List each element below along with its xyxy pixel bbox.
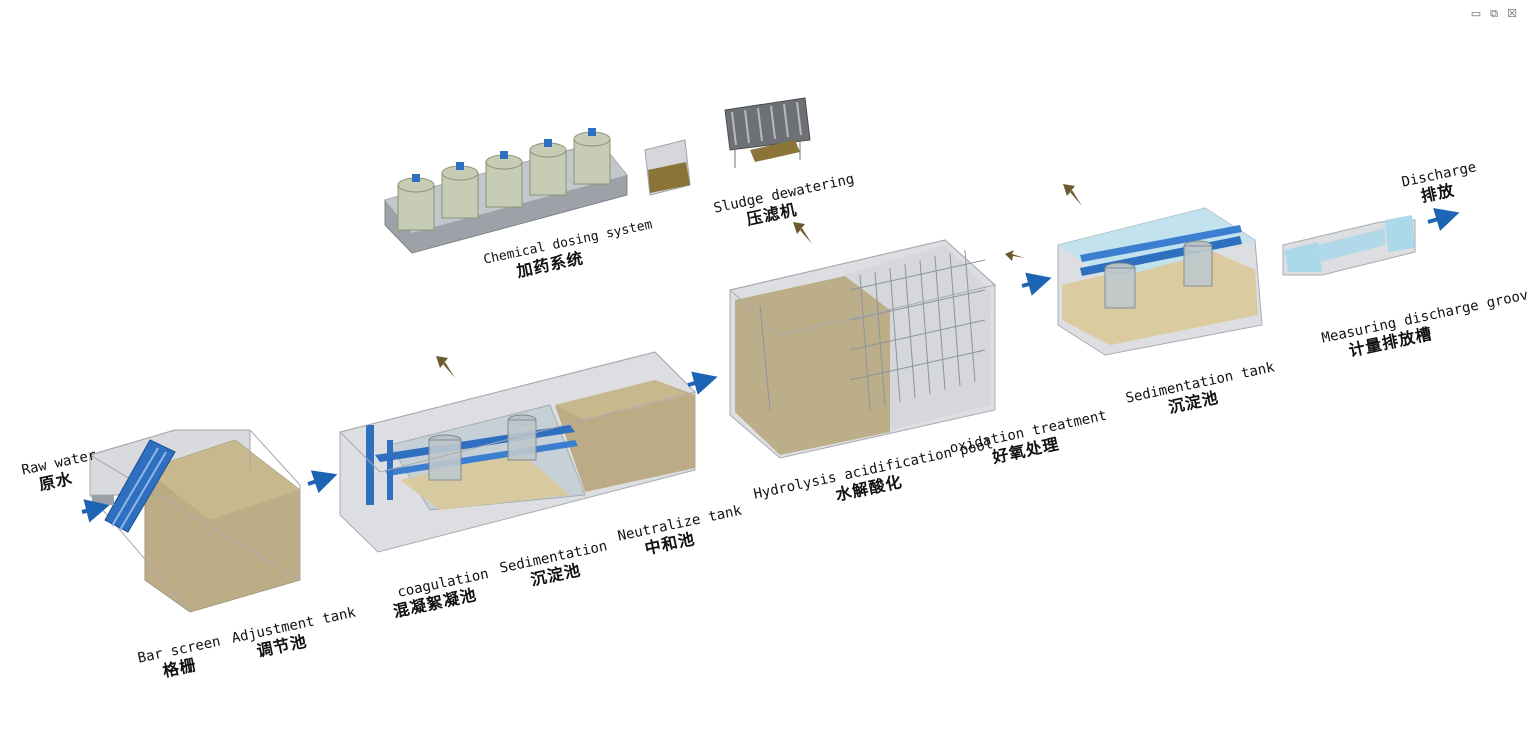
flow-arrow-2 [687,371,718,395]
sludge-arrow-1 [436,356,455,378]
sludge-arrow-2 [793,222,812,244]
flow-arrow-inlet [81,499,110,523]
measuring-groove-model [1282,215,1416,276]
flow-arrow-4 [1427,207,1460,231]
chemical-dosing-model [384,128,628,254]
coagulation-sedimentation-block [339,351,696,553]
sludge-arrows [436,184,1082,378]
sludge-arrow-4 [1005,250,1025,261]
flow-arrows [81,207,1460,523]
restore-icon[interactable]: ⧉ [1490,7,1498,20]
sedimentation-tank-model [1057,207,1263,356]
close-icon[interactable]: ☒ [1507,7,1517,20]
sludge-arrow-3 [1063,184,1082,206]
flow-arrow-3 [1021,272,1052,296]
sludge-dewatering-model [644,97,811,196]
window-controls: ▭ ⧉ ☒ [1470,8,1518,20]
hydrolysis-aerobic-block [728,239,997,459]
minimize-icon[interactable]: ▭ [1470,7,1482,20]
flow-arrow-1 [307,470,338,494]
